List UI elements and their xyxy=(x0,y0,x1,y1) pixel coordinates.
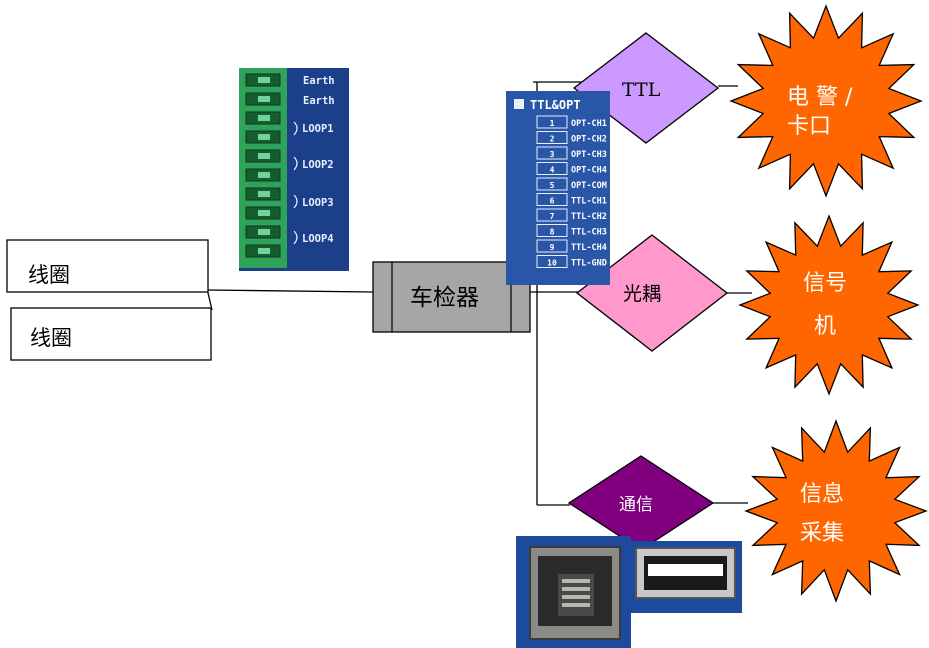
panel-row-label: TTL-CH2 xyxy=(571,212,607,222)
panel-row-number: 8 xyxy=(550,228,555,237)
detector-label: 车检器 xyxy=(410,285,479,311)
optocoupler-label: 光耦 xyxy=(623,283,661,305)
usb-port-icon xyxy=(635,547,736,599)
panel-row-box xyxy=(536,177,568,191)
terminal-label-loop1: LOOP1 xyxy=(302,123,334,135)
police-label-line1: 电 警 / xyxy=(787,85,853,110)
coil-label-2: 线圈 xyxy=(30,326,72,350)
panel-row-box xyxy=(536,208,568,222)
panel-row-label: OPT-CH3 xyxy=(571,150,607,160)
network-usb-port-photo xyxy=(516,536,742,648)
panel-title: TTL&OPT xyxy=(530,98,581,112)
panel-row-label: OPT-CH2 xyxy=(571,135,607,145)
panel-row-label: TTL-CH3 xyxy=(571,228,607,238)
terminal-screw xyxy=(258,96,270,102)
panel-row-box xyxy=(536,162,568,175)
panel-row-number: 10 xyxy=(547,259,557,268)
panel-row-number: 1 xyxy=(550,119,555,128)
terminal-screw xyxy=(258,229,270,235)
terminal-screw xyxy=(258,134,270,140)
ttl-label: TTL xyxy=(622,79,661,101)
terminal-screw xyxy=(258,191,270,197)
panel-row-box xyxy=(536,239,568,253)
starburst-police-checkpoint: 电 警 / 卡口 xyxy=(729,4,923,198)
panel-row-label: TTL-CH4 xyxy=(571,243,607,253)
terminal-screw xyxy=(258,248,270,254)
starburst-info-collection: 信息 采集 xyxy=(744,419,928,603)
coil-box-1: 线圈 xyxy=(6,239,209,293)
coil-label-1: 线圈 xyxy=(28,263,70,287)
panel-row-number: 6 xyxy=(550,197,555,206)
terminal-label-earth-2: Earth xyxy=(303,95,335,107)
bracket-loop3 xyxy=(293,194,298,209)
panel-row-label: TTL-GND xyxy=(571,259,607,269)
terminal-label-loop4: LOOP4 xyxy=(302,233,334,245)
police-label-line2: 卡口 xyxy=(787,114,831,139)
panel-row-number: 5 xyxy=(550,181,555,190)
terminal-label-earth-1: Earth xyxy=(303,75,335,87)
terminal-label-loop3: LOOP3 xyxy=(302,197,334,209)
terminal-screw xyxy=(258,115,270,121)
terminal-screw xyxy=(258,172,270,178)
terminal-screw xyxy=(258,77,270,83)
panel-row-label: OPT-CH1 xyxy=(571,119,607,129)
bracket-loop1 xyxy=(293,121,298,136)
panel-row-label: OPT-CH4 xyxy=(571,166,607,176)
comm-diamond: 通信 xyxy=(567,455,715,551)
loop-terminal-photo: Earth Earth LOOP1 LOOP2 LOOP3 LOOP4 xyxy=(239,68,349,271)
starburst-signal-controller: 信号 机 xyxy=(738,214,920,396)
signal-label-line2: 机 xyxy=(814,314,836,339)
panel-row-number: 3 xyxy=(550,150,555,159)
bracket-loop4 xyxy=(293,230,298,245)
info-label-line1: 信息 xyxy=(800,482,844,507)
panel-row-box xyxy=(536,255,568,268)
panel-row-number: 7 xyxy=(550,212,555,221)
vehicle-detector: 车检器 xyxy=(372,261,531,333)
panel-row-box xyxy=(536,193,568,206)
panel-row-label: TTL-CH1 xyxy=(571,197,607,207)
line-coil-to-detector xyxy=(207,289,374,293)
optocoupler-diamond: 光耦 xyxy=(575,234,729,352)
panel-row-number: 2 xyxy=(550,135,555,144)
panel-row-number: 4 xyxy=(550,166,555,175)
panel-row-box xyxy=(536,115,568,129)
panel-row-box xyxy=(536,131,568,144)
terminal-screw xyxy=(258,153,270,159)
panel-row-number: 9 xyxy=(550,243,555,252)
panel-row-label: OPT-COM xyxy=(571,181,607,191)
panel-row-box xyxy=(536,224,568,237)
rj45-port-icon xyxy=(529,546,621,640)
terminal-label-loop2: LOOP2 xyxy=(302,159,334,171)
bracket-loop2 xyxy=(293,156,298,171)
ttl-opt-panel-photo: TTL&OPT 1 OPT-CH1 2 OPT-CH2 3 OPT-CH3 4 OPT-CH4… xyxy=(506,91,610,285)
signal-label-line1: 信号 xyxy=(803,271,847,296)
comm-label: 通信 xyxy=(619,495,653,515)
info-label-line2: 采集 xyxy=(800,521,844,546)
terminal-screw xyxy=(258,210,270,216)
coil-box-2: 线圈 xyxy=(10,307,212,361)
panel-row-box xyxy=(536,146,568,160)
